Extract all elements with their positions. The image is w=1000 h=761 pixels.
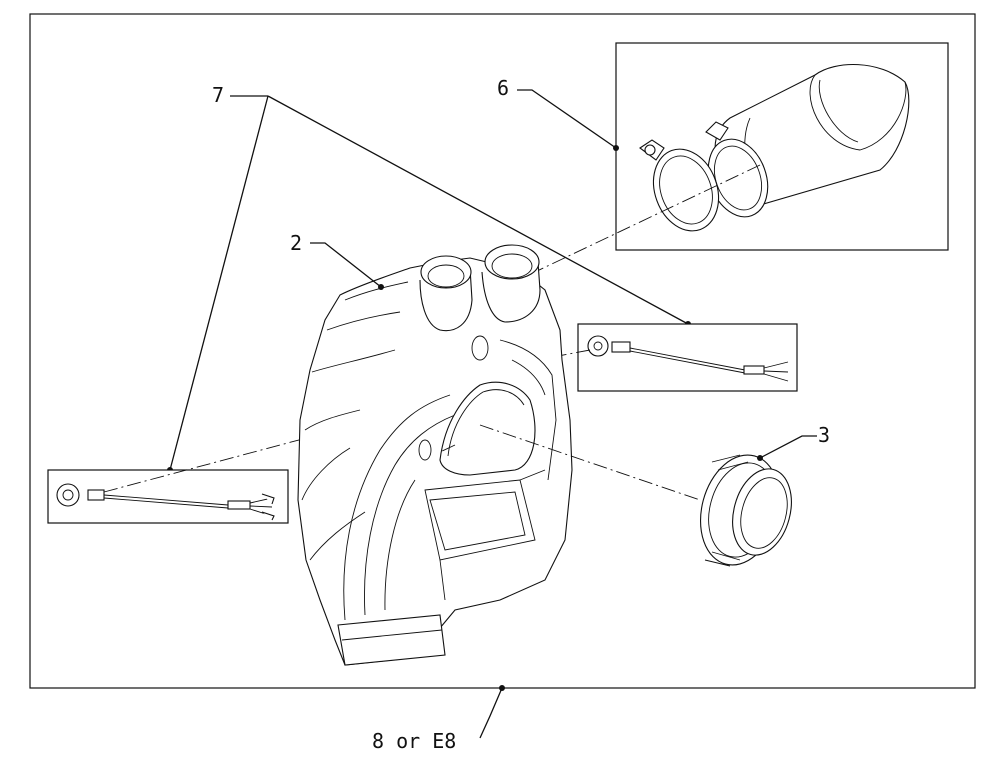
inset-box-7-left xyxy=(47,412,401,524)
label-7: 7 xyxy=(212,83,224,107)
label-2: 2 xyxy=(290,231,302,255)
label-8-or-e8: 8 or E8 xyxy=(372,729,456,753)
inset-box-7-right xyxy=(509,323,798,392)
air-box-housing xyxy=(297,244,701,666)
boot-grommet xyxy=(699,454,792,567)
callout-8: 8 or E8 xyxy=(372,685,505,753)
callout-6: 6 xyxy=(497,76,619,151)
label-6: 6 xyxy=(497,76,509,100)
label-3: 3 xyxy=(818,423,830,447)
inset-box-6 xyxy=(454,42,949,311)
callout-2: 2 xyxy=(290,231,384,290)
callout-3: 3 xyxy=(757,423,830,461)
